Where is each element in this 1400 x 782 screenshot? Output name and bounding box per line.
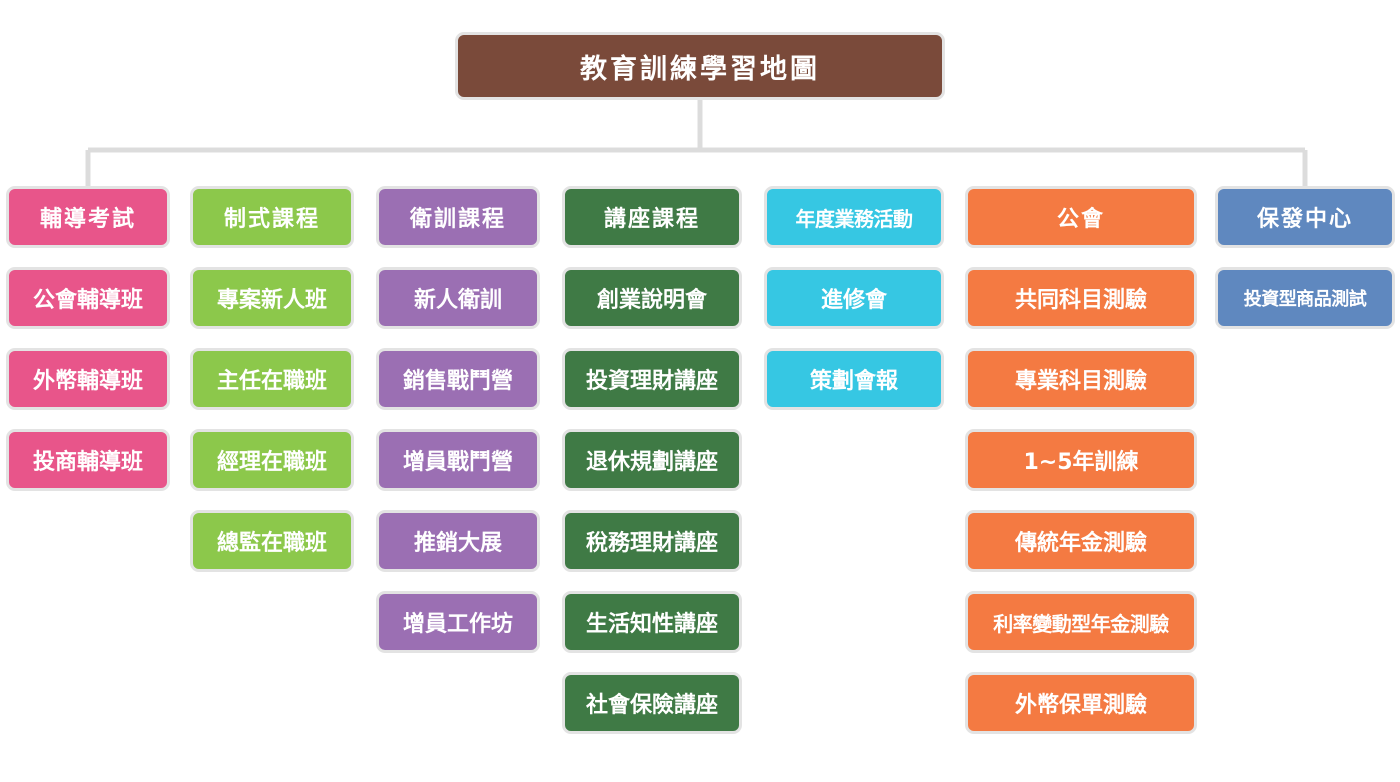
item-training-1: 新人衛訓 [376,267,540,329]
category-insurance-center: 保發中心 [1215,186,1395,248]
item-training-4: 推銷大展 [376,510,540,572]
item-training-5: 增員工作坊 [376,591,540,653]
item-insurance-center-1: 投資型商品測試 [1215,267,1395,329]
item-lectures-3: 退休規劃講座 [562,429,742,491]
item-tutoring-2: 外幣輔導班 [6,348,170,410]
item-lectures-6: 社會保險講座 [562,672,742,734]
item-training-3: 增員戰鬥營 [376,429,540,491]
item-lectures-4: 稅務理財講座 [562,510,742,572]
item-annual-2: 策劃會報 [764,348,944,410]
category-association: 公會 [965,186,1197,248]
item-lectures-2: 投資理財講座 [562,348,742,410]
category-tutoring: 輔導考試 [6,186,170,248]
item-formal-4: 總監在職班 [190,510,354,572]
item-formal-1: 專案新人班 [190,267,354,329]
item-association-3: 1~5年訓練 [965,429,1197,491]
item-formal-2: 主任在職班 [190,348,354,410]
item-association-4: 傳統年金測驗 [965,510,1197,572]
item-association-1: 共同科目測驗 [965,267,1197,329]
category-training: 衛訓課程 [376,186,540,248]
item-tutoring-1: 公會輔導班 [6,267,170,329]
item-training-2: 銷售戰鬥營 [376,348,540,410]
item-formal-3: 經理在職班 [190,429,354,491]
item-tutoring-3: 投商輔導班 [6,429,170,491]
category-lectures: 講座課程 [562,186,742,248]
diagram-title: 教育訓練學習地圖 [455,32,945,100]
item-association-2: 專業科目測驗 [965,348,1197,410]
category-formal: 制式課程 [190,186,354,248]
item-annual-1: 進修會 [764,267,944,329]
item-association-5: 利率變動型年金測驗 [965,591,1197,653]
item-association-6: 外幣保單測驗 [965,672,1197,734]
item-lectures-5: 生活知性講座 [562,591,742,653]
category-annual: 年度業務活動 [764,186,944,248]
item-lectures-1: 創業說明會 [562,267,742,329]
